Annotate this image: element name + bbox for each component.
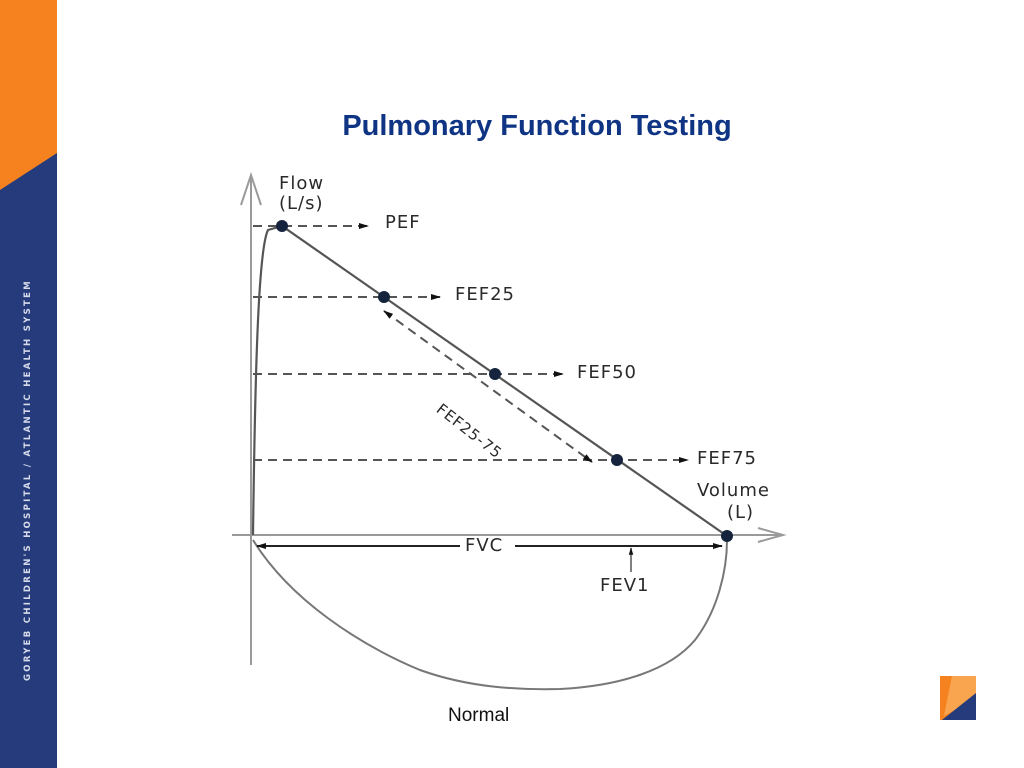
diagram-caption: Normal [448,705,510,726]
fvc-point [721,530,733,542]
pef-point [276,220,288,232]
x-axis-label-units: (L) [727,502,755,523]
label-fef50: FEF50 [577,362,637,383]
expiratory-curve [251,224,728,537]
label-fvc: FVC [465,535,504,556]
slide-title: Pulmonary Function Testing [342,110,732,142]
x-axis-label-volume: Volume [697,480,770,501]
atlantic-health-logo-icon [940,676,976,720]
data-points [276,220,733,542]
y-axis [240,171,262,665]
brand-strip-graphic [0,0,57,768]
sidebar-brand-strip: GORYEB CHILDREN'S HOSPITAL / ATLANTIC HE… [0,0,57,768]
x-axis [232,527,787,543]
y-axis-label-units: (L/s) [279,193,324,214]
label-pef: PEF [385,212,421,233]
fef50-point [489,368,501,380]
label-fef75: FEF75 [697,448,757,469]
label-fef25: FEF25 [455,284,515,305]
y-axis-label-flow: Flow [279,173,325,194]
inspiratory-curve [252,539,728,691]
fef25-point [378,291,390,303]
fef75-point [611,454,623,466]
fvc-arrow [256,543,723,572]
label-fev1: FEV1 [600,575,650,596]
